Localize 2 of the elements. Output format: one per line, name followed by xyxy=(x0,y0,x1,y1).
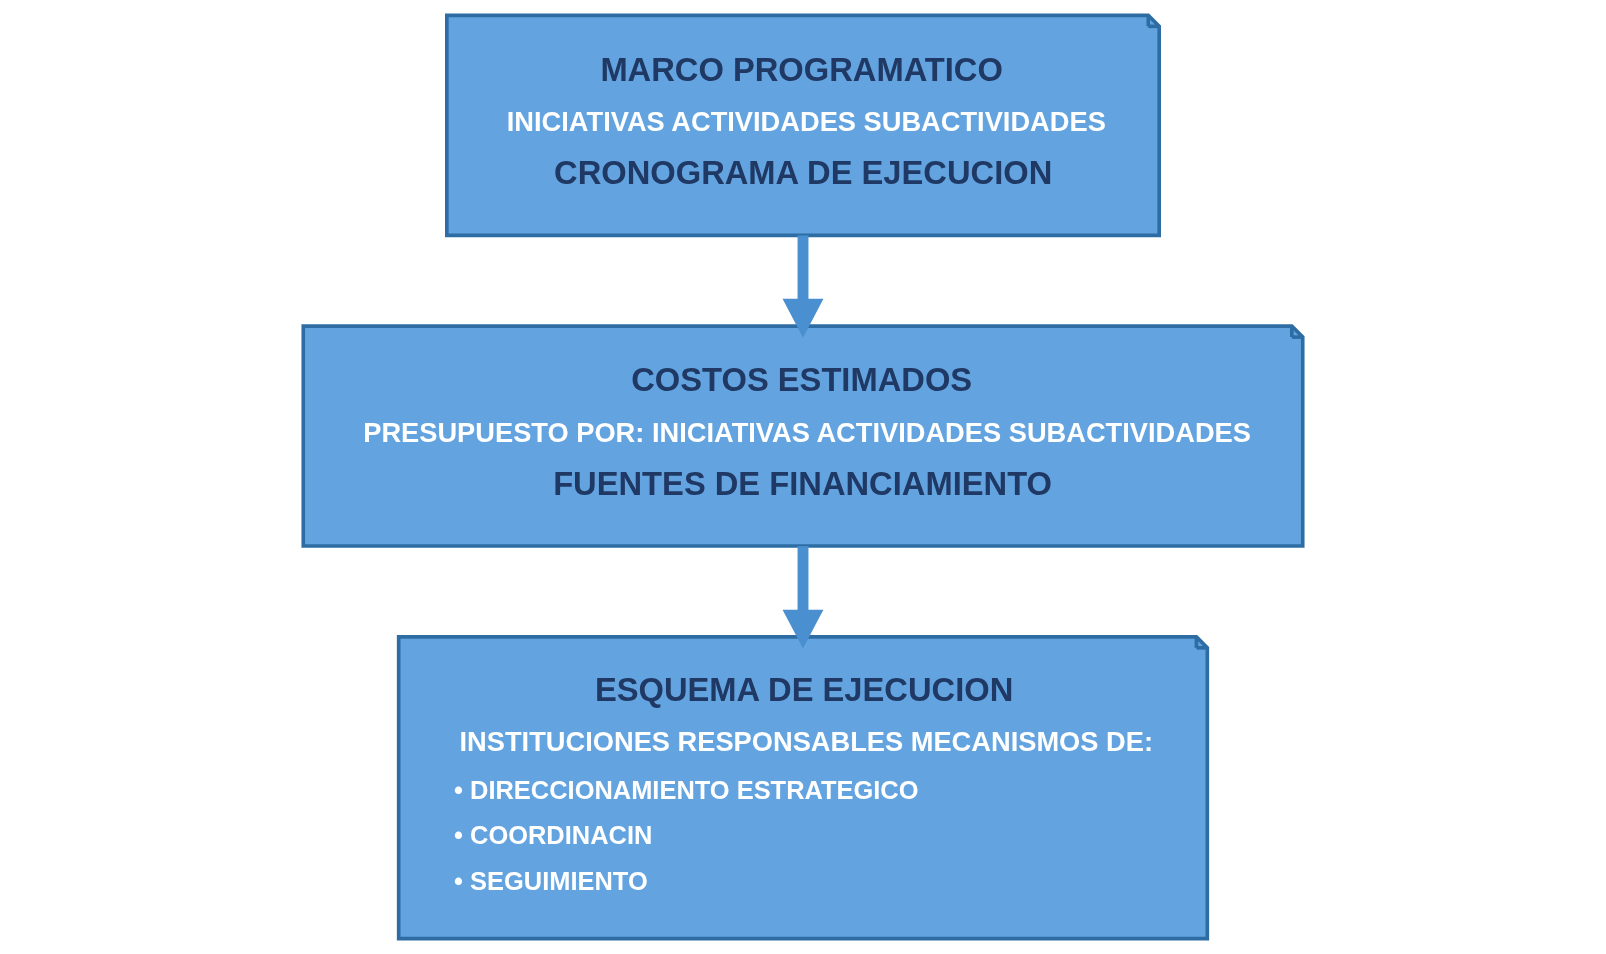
arrow xyxy=(782,546,824,649)
arrow xyxy=(782,235,824,338)
